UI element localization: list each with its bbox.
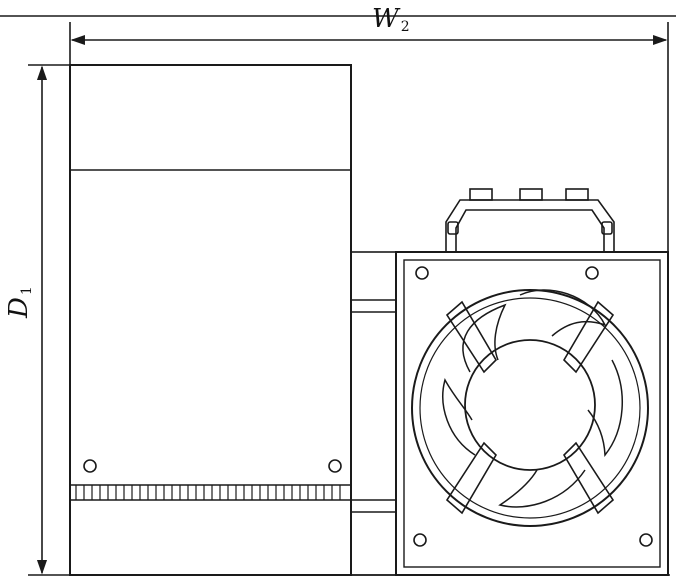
fan-shroud	[411, 289, 649, 527]
fan-hub	[464, 339, 596, 471]
fan-top-connector	[445, 188, 615, 252]
cabinet-screw-left	[83, 459, 97, 473]
depth-symbol: D	[4, 297, 34, 318]
fan-blades	[442, 289, 623, 508]
fan-screw-tr	[585, 266, 599, 280]
depth-subscript: 1	[19, 286, 35, 296]
fan-screw-br	[639, 533, 653, 547]
fan-struts	[445, 300, 615, 515]
main-cabinet	[69, 64, 352, 576]
fan-mount-bracket	[350, 251, 397, 576]
fan-screw-bl	[413, 533, 427, 547]
cabinet-screw-right	[328, 459, 342, 473]
width-dimension	[69, 22, 669, 262]
width-symbol: W	[372, 4, 399, 34]
ventilation-slots	[75, 485, 341, 500]
fan-screw-tl	[415, 266, 429, 280]
depth-dimension-label: D1	[4, 286, 35, 318]
cooling-fan	[395, 251, 669, 576]
width-subscript: 2	[400, 19, 410, 35]
